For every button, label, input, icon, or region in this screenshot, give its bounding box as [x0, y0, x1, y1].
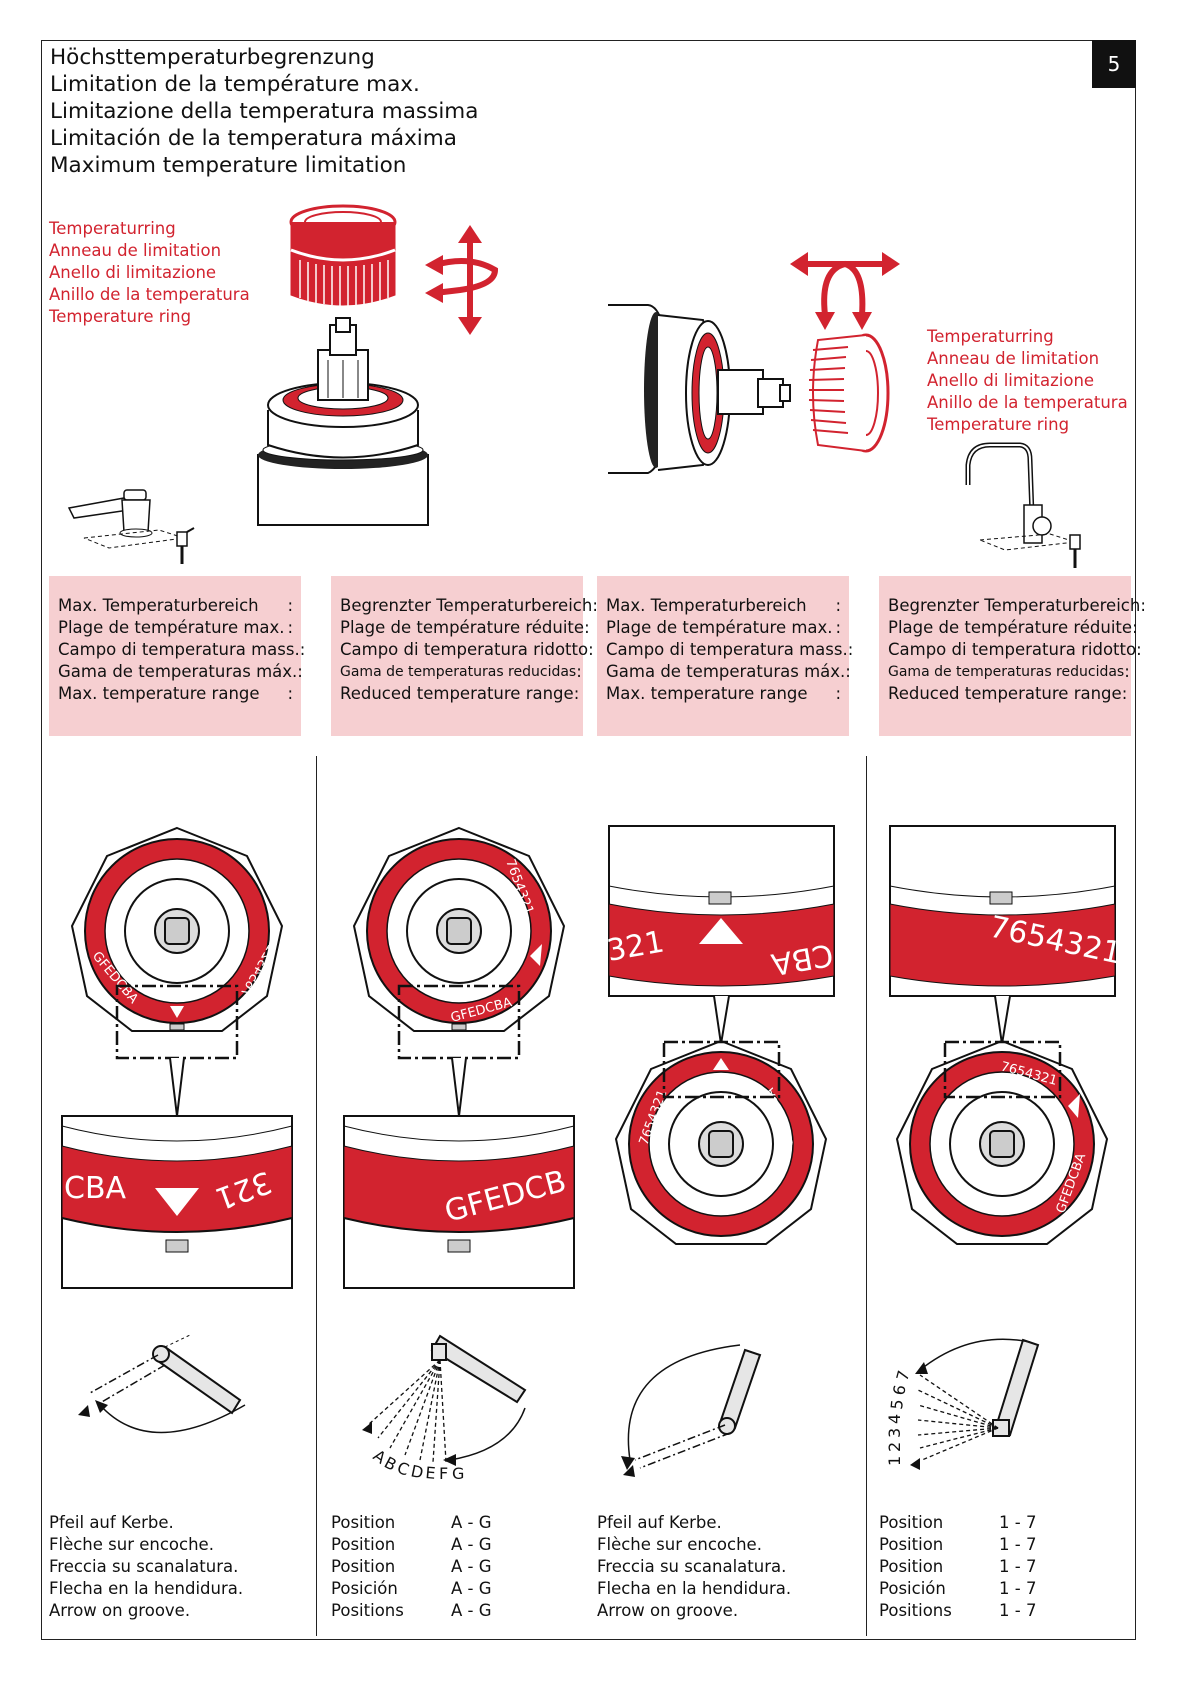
- title-de: Höchsttemperaturbegrenzung: [50, 45, 375, 70]
- dial-column-1: GFEDCBA 7654321 CBA 321: [61, 826, 293, 1289]
- zoom1-left-text: CBA: [64, 1171, 127, 1206]
- lever-diagram-1: [78, 1334, 246, 1434]
- lever-diagram-2: A B C D E F G: [362, 1334, 527, 1483]
- scale-number-1: 1: [885, 1456, 904, 1466]
- dial-column-4: 7654321 7654321 GFEDCBA: [889, 825, 1124, 1245]
- title-en: Maximum temperature limitation: [50, 153, 407, 178]
- cartridge-vertical-illustration: [257, 204, 429, 526]
- rotate-vertical-arrow-icon: [425, 225, 499, 335]
- faucet-high-icon: [965, 442, 1081, 568]
- cartridge-horizontal-illustration: [608, 304, 890, 474]
- ring-label-right: Temperaturring Anneau de limitation Anel…: [927, 327, 1128, 434]
- ring-label-left: Temperaturring Anneau de limitation Anel…: [49, 219, 250, 326]
- scale-number-3: 3: [885, 1428, 904, 1438]
- column-divider-1: [316, 756, 317, 1636]
- scale-letter-f: F: [439, 1464, 448, 1483]
- scale-number-7: 7: [893, 1368, 914, 1383]
- caption-column-1: Pfeil auf Kerbe. Flèche sur encoche. Fre…: [49, 1513, 244, 1620]
- caption-column-3: Pfeil auf Kerbe. Flèche sur encoche. Fre…: [597, 1513, 792, 1620]
- dial-column-3: 321 CBA 7654321 GFEDCBA: [604, 825, 836, 1245]
- scale-number-2: 2: [885, 1442, 904, 1452]
- scale-letter-g: G: [452, 1464, 464, 1483]
- range-box-4: Begrenzter Temperaturbereich: Plage de t…: [879, 576, 1146, 736]
- scale-number-5: 5: [887, 1399, 907, 1411]
- title-it: Limitazione della temperatura massima: [50, 99, 479, 124]
- range-box-1: Max. Temperaturbereich: Plage de tempéra…: [49, 576, 305, 736]
- scale-letter-e: E: [425, 1463, 437, 1483]
- range-box-3: Max. Temperaturbereich: Plage de tempéra…: [597, 576, 853, 736]
- scale-letter-d: D: [409, 1461, 425, 1482]
- title-es: Limitación de la temperatura máxima: [50, 126, 457, 151]
- dial-column-2: 7654321 GFEDCBA GFEDCB: [343, 826, 575, 1289]
- lever-diagram-3: [621, 1344, 762, 1477]
- column-divider-2: [866, 756, 867, 1636]
- lever-diagram-4: 1 2 3 4 5 6 7: [885, 1338, 1040, 1470]
- page-frame: [41, 40, 1136, 1640]
- title-fr: Limitation de la température max.: [50, 72, 420, 97]
- range-box-2: Begrenzter Temperaturbereich: Plage de t…: [331, 576, 598, 736]
- title-block: Höchsttemperaturbegrenzung Limitation de…: [50, 44, 478, 179]
- rotate-horizontal-arrow-icon: [790, 252, 900, 330]
- page-number: 5: [1092, 40, 1136, 88]
- scale-number-6: 6: [889, 1383, 909, 1396]
- faucet-low-icon: [67, 489, 195, 564]
- scale-number-4: 4: [885, 1414, 904, 1424]
